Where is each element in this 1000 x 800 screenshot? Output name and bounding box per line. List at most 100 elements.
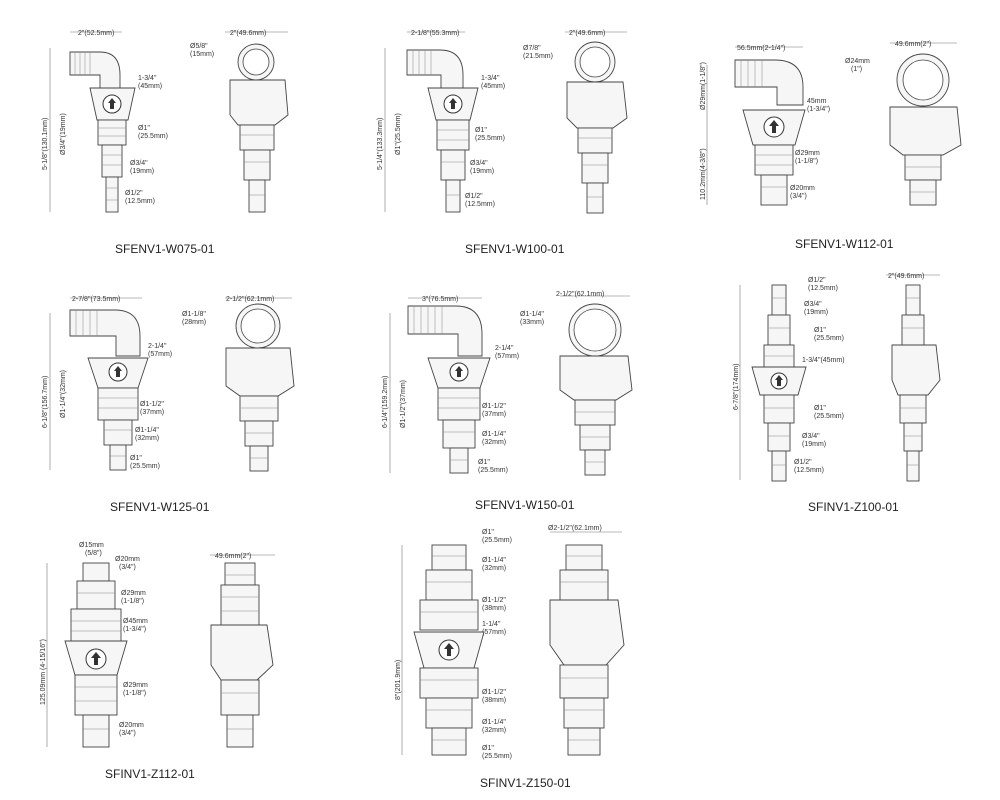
dimension-label: (1-1/8") [795, 158, 818, 165]
dimension-label: 2-7/8"(73.5mm) [72, 296, 120, 303]
dimension-label: 2"(49.6mm) [569, 30, 605, 37]
dimension-label: (5/8") [85, 550, 102, 557]
dimension-label: (15mm) [190, 51, 214, 58]
dimension-label: 6-1/8"(156.7mm) [42, 376, 49, 428]
dimension-label: (32mm) [482, 727, 506, 734]
dimension-label: Ø3/4" [470, 160, 488, 167]
dimension-label: (32mm) [482, 439, 506, 446]
drawing-w150: 3"(76.5mm) 6-1/4"(159.2mm) Ø1-1/2"(37mm)… [382, 291, 633, 476]
dim-inner: Ø3/4"(19mm) [60, 113, 67, 155]
dimension-label: Ø7/8" [523, 45, 541, 52]
dimension-label: Ø3/4" [802, 433, 820, 440]
dimension-label: Ø3/4" [130, 160, 148, 167]
dimension-label: Ø1-1/2"(37mm) [400, 380, 407, 428]
dimension-label: Ø20mm [790, 185, 815, 192]
product-panel-w112: 56.5mm(2-1/4") 110.2mm(4-3/8") Ø29mm(1-1… [695, 35, 990, 260]
dimension-label: Ø1" [138, 125, 150, 132]
product-code: SFINV1-Z150-01 [480, 776, 571, 790]
dimension-label: 1-3/4"(45mm) [802, 357, 845, 364]
dimension-label: 2-1/4" [148, 343, 167, 350]
dimension-label: (25.5mm) [482, 753, 512, 760]
dimension-label: Ø29mm(1-1/8") [700, 62, 707, 110]
dimension-label: (19mm) [470, 168, 494, 175]
dimension-label: Ø1" [482, 745, 494, 752]
dimension-label: Ø1-1/2" [140, 401, 164, 408]
product-panel-w150: 3"(76.5mm) 6-1/4"(159.2mm) Ø1-1/2"(37mm)… [370, 288, 670, 518]
product-code: SFENV1-W075-01 [115, 242, 215, 256]
dimension-label: (25.5mm) [482, 537, 512, 544]
dimension-label: (57mm) [495, 353, 519, 360]
dimension-label: 1-3/4" [481, 75, 500, 82]
dimension-label: (12.5mm) [465, 201, 495, 208]
dimension-label: (38mm) [482, 605, 506, 612]
product-code: SFINV1-Z112-01 [105, 767, 195, 781]
dimension-label: (37mm) [482, 411, 506, 418]
dimension-label: (38mm) [482, 697, 506, 704]
dimension-label: (1") [851, 66, 862, 73]
dimension-label: (19mm) [804, 309, 828, 316]
dimension-label: Ø29mm [123, 682, 148, 689]
dimension-label: Ø20mm [115, 556, 140, 563]
dimension-label: (3/4") [119, 730, 136, 737]
dimension-label: 110.2mm(4-3/8") [700, 148, 707, 200]
dimension-label: Ø29mm [795, 150, 820, 157]
dim-height: 5-1/8"(130.1mm) [42, 118, 49, 170]
product-code: SFENV1-W112-01 [795, 237, 894, 251]
product-code: SFENV1-W100-01 [465, 242, 565, 256]
dimension-label: Ø1" [478, 459, 490, 466]
dimension-label: (25.5mm) [138, 133, 168, 140]
dimension-label: (19mm) [130, 168, 154, 175]
dimension-label: (45mm) [138, 83, 162, 90]
dimension-label: 49.6mm(2") [215, 553, 251, 560]
dimension-label: (32mm) [482, 565, 506, 572]
dimension-label: (25.5mm) [814, 335, 844, 342]
dimension-label: Ø1" [814, 327, 826, 334]
product-panel-z112: 125.09mm (4-15/16") Ø15mm (5/8") Ø20mm (… [35, 535, 335, 785]
product-panel-z100: 6-7/8"(174mm) Ø1/2" (12.5mm) Ø3/4" (19mm… [728, 270, 993, 518]
dimension-label: Ø29mm [121, 590, 146, 597]
dim-width-top: 2"(52.5mm) [78, 30, 114, 37]
dimension-label: Ø1/2" [794, 459, 812, 466]
dimension-label: 2-1/2"(62.1mm) [226, 296, 274, 303]
dimension-label: Ø1/2" [465, 193, 483, 200]
dimension-label: (37mm) [140, 409, 164, 416]
dimension-label: 1-1/4" [482, 621, 501, 628]
dimension-label: 1-3/4" [138, 75, 157, 82]
dimension-label: (12.5mm) [794, 467, 824, 474]
dimension-label: Ø1-1/2" [482, 597, 506, 604]
dimension-label: (28mm) [182, 319, 206, 326]
dimension-label: Ø1-1/2" [482, 689, 506, 696]
dimension-label: Ø2-1/2"(62.1mm) [548, 525, 602, 532]
dimension-label: 2"(49.6mm) [888, 273, 924, 280]
dimension-label: (32mm) [135, 435, 159, 442]
product-panel-z150: 8"(201.9mm) Ø1" (25.5mm) Ø1-1/4" (32mm) … [390, 520, 690, 795]
dimension-label: 6-7/8"(174mm) [733, 364, 740, 410]
drawing-w075: 2"(52.5mm) 5-1/8"(130.1mm) Ø3/4"(19mm) 1… [42, 30, 289, 213]
product-code: SFENV1-W150-01 [475, 498, 575, 512]
product-code: SFINV1-Z100-01 [808, 500, 899, 514]
dimension-label: Ø1" [482, 529, 494, 536]
dimension-label: Ø1-1/4" [482, 557, 506, 564]
dimension-label: 2-1/8"(55.3mm) [411, 30, 459, 37]
dimension-label: Ø1-1/8" [182, 311, 206, 318]
drawing-w100: 2-1/8"(55.3mm) 5-1/4"(133.3mm) Ø1"(25.5m… [377, 30, 628, 214]
dimension-label: (57mm) [148, 351, 172, 358]
dimension-label: (12.5mm) [808, 285, 838, 292]
dimension-label: Ø1-1/4"(32mm) [60, 370, 67, 418]
dimension-label: Ø1" [814, 405, 826, 412]
dimension-label: Ø1"(25.5mm) [395, 113, 402, 155]
dimension-label: Ø1/2" [808, 277, 826, 284]
dimension-label: 45mm [807, 98, 827, 105]
dimension-label: Ø1" [130, 455, 142, 462]
side-width: 2"(49.6mm) [230, 30, 266, 37]
dimension-label: Ø3/4" [804, 301, 822, 308]
dimension-label: 2-1/4" [495, 345, 514, 352]
dimension-label: Ø1-1/2" [482, 403, 506, 410]
dimension-label: (19mm) [802, 441, 826, 448]
dimension-label: (25.5mm) [478, 467, 508, 474]
dimension-label: Ø1" [475, 127, 487, 134]
drawing-z150: 8"(201.9mm) Ø1" (25.5mm) Ø1-1/4" (32mm) … [395, 525, 625, 760]
dimension-label: (25.5mm) [130, 463, 160, 470]
dimension-label: Ø24mm [845, 58, 870, 65]
product-panel-w100: 2-1/8"(55.3mm) 5-1/4"(133.3mm) Ø1"(25.5m… [365, 20, 665, 265]
